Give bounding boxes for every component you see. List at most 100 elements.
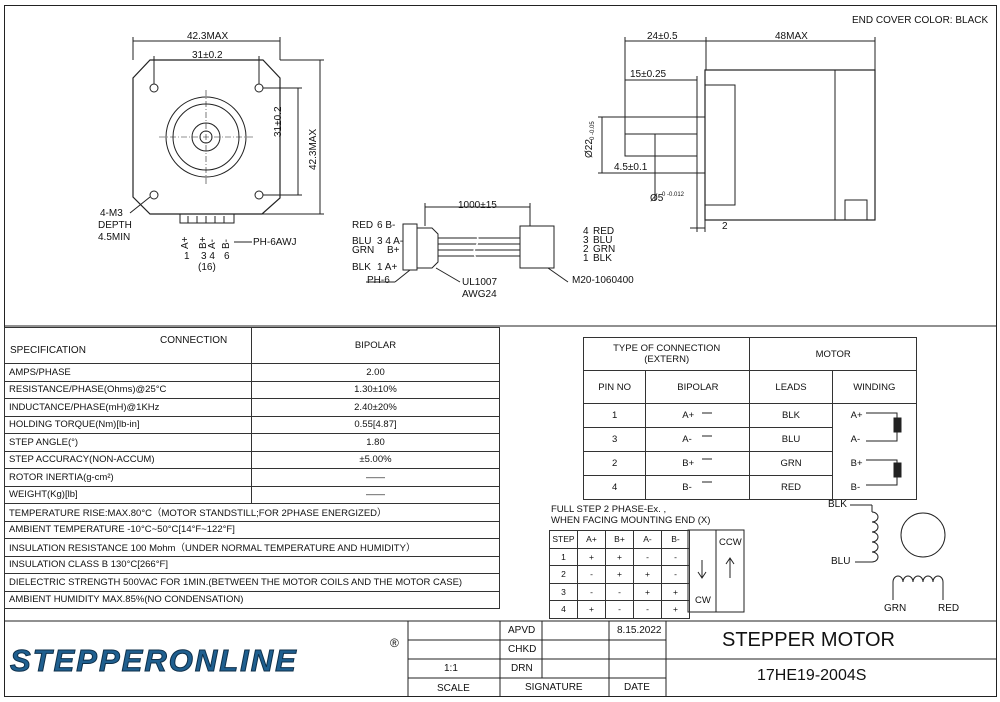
dim-width-max: 42.3MAX [187, 31, 229, 42]
connection-table: TYPE OF CONNECTION (EXTERN) MOTOR PIN NO… [582, 337, 918, 500]
winding-label: B- [831, 475, 918, 500]
logo-wordmark: STEPPERONLINE [10, 643, 298, 678]
drn-label: DRN [511, 663, 533, 674]
screw-note-3: 4.5MIN [98, 232, 131, 243]
col-bipolar: BIPOLAR [645, 370, 751, 404]
cable-left-pin-34: 3 4 A- [377, 236, 404, 247]
cable-left-pin-1: 1 A+ [377, 262, 398, 273]
spec-row: WEIGHT(Kg)[lb]—— [4, 485, 500, 504]
cable-left-blu: BLU [352, 236, 372, 247]
step-row: 3 - - + + [549, 582, 690, 601]
coil-label-red: RED [938, 603, 960, 614]
step-sequence-table: STEP A+ B+ A- B- 1 + + - - 2 - + + - 3 -… [549, 530, 690, 619]
dim-flat-length: 15±0.25 [630, 69, 667, 80]
dim-shaft-tolerance: 0 -0.012 [662, 192, 685, 198]
col-leads: LEADS [749, 370, 833, 404]
lead-color: RED [749, 475, 833, 500]
direction-ccw: CCW [719, 537, 742, 548]
cable-right-blk: BLK [593, 253, 612, 264]
connection-type-subtitle: (EXTERN) [644, 354, 690, 365]
front-connector-label: PH-6AWJ [253, 237, 297, 248]
connection-row: 1 A+ BLK A+ [582, 403, 918, 428]
direction-cw: CW [695, 595, 711, 606]
cable-left-blk: BLK [352, 262, 371, 273]
specification-table: CONNECTION SPECIFICATION BIPOLAR AMPS/PH… [4, 327, 500, 609]
drawing-title: STEPPER MOTOR [722, 629, 895, 651]
spec-header-cell: CONNECTION SPECIFICATION [4, 327, 252, 364]
chkd-label: CHKD [508, 644, 537, 655]
connection-row: 4 B- RED B- [582, 475, 918, 500]
step-caption-1: FULL STEP 2 PHASE-Ex. , [551, 504, 667, 515]
front-pin-number-1: 1 [184, 251, 190, 262]
spec-note: AMBIENT HUMIDITY MAX.85%(NO CONDENSATION… [4, 590, 500, 609]
connection-row: 3 A- BLU A- [582, 427, 918, 452]
step-row: 4 + - - + [549, 600, 690, 619]
coil-diagram [850, 504, 946, 600]
winding-label: A- [831, 427, 918, 452]
winding-label: A+ [831, 403, 918, 428]
coil-label-grn: GRN [884, 603, 907, 614]
spec-header-connection: CONNECTION [160, 335, 228, 346]
scale-value: 1:1 [444, 663, 458, 674]
date-label: DATE [624, 682, 650, 693]
spec-row: STEP ANGLE(°)1.80 [4, 433, 500, 452]
apvd-label: APVD [508, 625, 536, 636]
model-number: 17HE19-2004S [757, 667, 867, 684]
spec-header-specification: SPECIFICATION [10, 345, 86, 356]
dim-hole-spacing: 31±0.2 [192, 50, 223, 61]
step-row: 2 - + + - [549, 565, 690, 584]
cable-right-connector: M20-1060400 [572, 275, 634, 286]
spec-row: STEP ACCURACY(NON-ACCUM)±5.00% [4, 450, 500, 469]
connection-motor-header: MOTOR [749, 337, 917, 371]
cable-right-pin-1: 1 [583, 253, 589, 264]
logo-registered: ® [390, 636, 399, 650]
pin-no: 2 [582, 451, 647, 476]
step-cell: + [661, 600, 690, 619]
screw-note-1: 4-M3 [100, 208, 123, 219]
spec-note-row: AMBIENT HUMIDITY MAX.85%(NO CONDENSATION… [4, 590, 500, 609]
col-pin-no: PIN NO [582, 370, 647, 404]
dim-body-length: 48MAX [775, 31, 808, 42]
cable-right-blu: BLU [593, 235, 613, 246]
cable-left-grn: GRN [352, 245, 375, 256]
cable-right-red: RED [593, 226, 615, 237]
front-view [129, 37, 324, 243]
dim-shaft-diameter: Ø5 [650, 193, 664, 204]
lead-color: BLU [749, 427, 833, 452]
cable-left-red: RED [352, 220, 374, 231]
bipolar-pin: A+ [645, 403, 751, 428]
connection-row: 2 B+ GRN B+ [582, 451, 918, 476]
signature-label: SIGNATURE [525, 682, 583, 693]
spec-row: ROTOR INERTIA(g-cm²)—— [4, 468, 500, 487]
end-cover-color-note: END COVER COLOR: BLACK [852, 15, 989, 26]
cable-left-connector: PH-6 [367, 275, 390, 286]
cable-length: 1000±15 [458, 200, 497, 211]
bipolar-pin: B- [645, 475, 751, 500]
connection-type-title: TYPE OF CONNECTION [613, 343, 721, 354]
cable-left-pin-6: 6 B- [377, 220, 396, 231]
scale-label: SCALE [437, 683, 470, 694]
screw-note-2: DEPTH [98, 220, 132, 231]
dim-shaft-length: 24±0.5 [647, 31, 678, 42]
spec-header-bipolar: BIPOLAR [251, 327, 500, 364]
front-pin-number-6: 6 [224, 251, 230, 262]
step-caption-2: WHEN FACING MOUNTING END (X) [551, 515, 711, 526]
dim-flat-depth: 4.5±0.1 [614, 162, 648, 173]
front-pitch: (16) [198, 262, 216, 273]
step-row: 1 + + - - [549, 547, 690, 566]
side-view [598, 37, 876, 232]
cable-left-pin-bplus: B+ [387, 245, 400, 256]
bipolar-pin: B+ [645, 451, 751, 476]
wire-spec-1: UL1007 [462, 277, 498, 288]
dim-flange: 2 [722, 221, 728, 232]
cable-right-grn: GRN [593, 244, 616, 255]
cable-drawing [366, 203, 569, 283]
pin-no: 4 [582, 475, 647, 500]
cable-right-pin-2: 2 [583, 244, 589, 255]
direction-indicator [687, 529, 745, 613]
winding-label: B+ [831, 451, 918, 476]
